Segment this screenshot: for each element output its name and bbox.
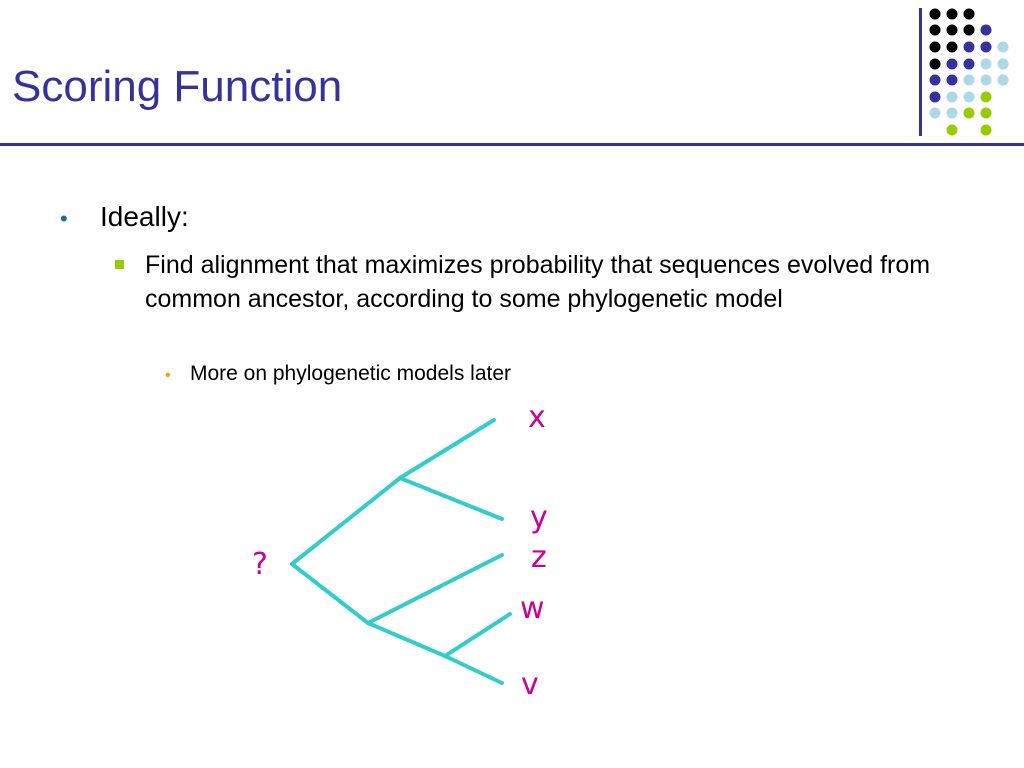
tree-branch bbox=[398, 476, 504, 521]
tree-branch bbox=[366, 621, 447, 658]
bullet-square-icon bbox=[115, 248, 145, 316]
bullet-level-2: Find alignment that maximizes probabilit… bbox=[115, 248, 985, 316]
tree-leaf-label: z bbox=[531, 540, 547, 575]
bullet-dot-icon: • bbox=[60, 206, 68, 231]
header-vertical-rule bbox=[919, 8, 922, 136]
tree-leaf-label: x bbox=[528, 400, 546, 435]
tree-branch bbox=[290, 476, 402, 566]
tree-leaf-label: w bbox=[520, 591, 545, 626]
bullet-text: More on phylogenetic models later bbox=[190, 362, 512, 385]
tree-branch bbox=[366, 553, 504, 625]
bullet-text: Find alignment that maximizes probabilit… bbox=[145, 251, 931, 313]
tree-leaf-label: y bbox=[530, 500, 548, 535]
tree-branch bbox=[443, 654, 504, 685]
bullet-dot-icon: • bbox=[165, 367, 171, 384]
bullet-text: Ideally: bbox=[100, 201, 189, 232]
tree-root-label: ? bbox=[252, 547, 268, 582]
bullet-level-3: • More on phylogenetic models later bbox=[165, 362, 511, 386]
tree-branch bbox=[290, 562, 370, 625]
slide-title: Scoring Function bbox=[12, 62, 343, 111]
tree-leaf-label: v bbox=[521, 667, 539, 702]
tree-branch bbox=[443, 612, 512, 658]
tree-branch bbox=[398, 418, 496, 480]
bullet-level-1: • Ideally: bbox=[60, 201, 189, 233]
header-rule bbox=[0, 143, 1024, 146]
